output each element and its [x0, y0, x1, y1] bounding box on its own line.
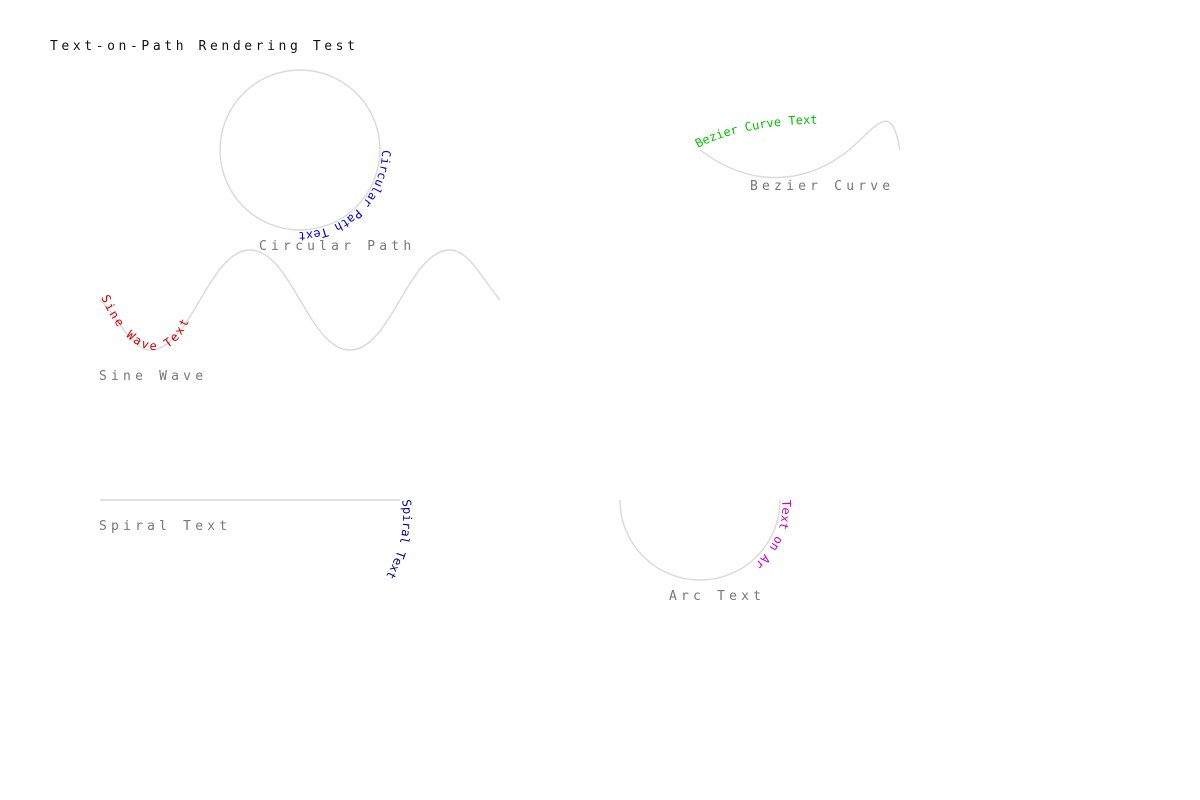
arc-caption: Arc Text — [669, 589, 765, 604]
arc-path-text: Text on Arc — [0, 0, 793, 572]
sine-guide — [99, 249, 501, 351]
circle-guide — [219, 69, 381, 231]
bezier-caption: Bezier Curve — [750, 179, 894, 194]
arc-guide — [619, 499, 781, 581]
bezier-path-text: Bezier Curve Text — [693, 113, 818, 151]
spiral-sample: Spiral Text Spiral Text — [99, 499, 414, 582]
bezier-guide — [699, 120, 901, 179]
page-title: Text-on-Path Rendering Test — [50, 39, 359, 54]
circle-sample: Circular Path Text Circular Path — [219, 69, 415, 254]
circle-path-text: Circular Path Text — [298, 150, 393, 243]
sine-sample: Sine Wave Text Sine Wave — [98, 249, 501, 384]
sine-path-text: Sine Wave Text — [98, 293, 192, 354]
circle-caption: Circular Path — [259, 239, 415, 254]
spiral-path-text: Spiral Text — [383, 499, 414, 582]
bezier-sample: Bezier Curve Text Bezier Curve — [693, 113, 901, 194]
spiral-caption: Spiral Text — [99, 519, 231, 534]
arc-sample: Text on Arc Arc Text — [0, 0, 793, 604]
sine-caption: Sine Wave — [99, 369, 207, 384]
